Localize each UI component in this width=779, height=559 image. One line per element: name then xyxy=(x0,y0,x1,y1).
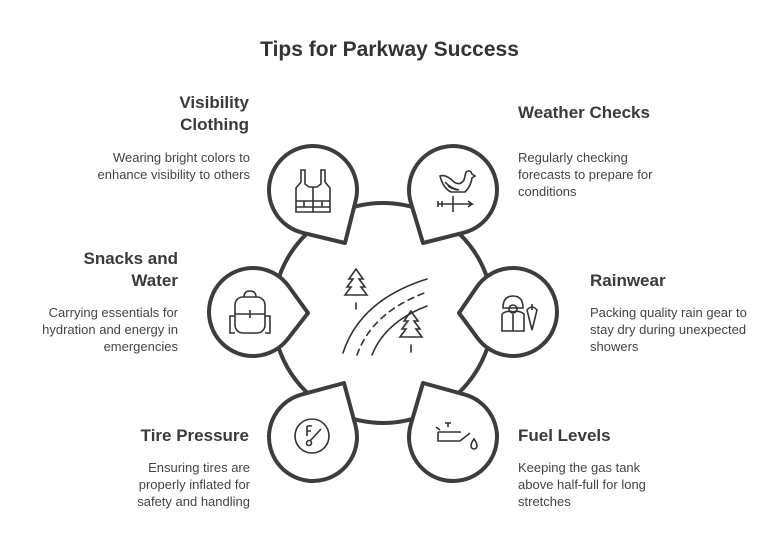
safety-vest-icon xyxy=(295,169,331,213)
visibility-description: Wearing bright colors to enhance visibil… xyxy=(97,150,250,182)
teardrop-weather xyxy=(407,144,499,245)
tire-description: Ensuring tires are properly inflated for… xyxy=(137,460,250,509)
tire-heading: Tire Pressure xyxy=(140,426,249,445)
teardrop-snacks xyxy=(207,266,310,358)
raincoat-umbrella-icon xyxy=(501,295,538,332)
fuel-heading: Fuel Levels xyxy=(518,426,611,445)
oil-can-icon xyxy=(435,422,478,450)
weathervane-rooster-icon xyxy=(437,170,477,212)
backpack-icon xyxy=(229,290,271,334)
page-title: Tips for Parkway Success xyxy=(260,38,519,61)
road-trees-icon xyxy=(342,267,428,356)
teardrop-tire xyxy=(267,381,359,483)
rainwear-description: Packing quality rain gear to stay dry du… xyxy=(590,305,747,354)
weather-heading: Weather Checks xyxy=(518,103,650,122)
snacks-description: Carrying essentials for hydration and en… xyxy=(42,305,178,354)
gauge-icon xyxy=(294,418,330,454)
weather-description: Regularly checking forecasts to prepare … xyxy=(518,150,653,199)
rainwear-heading: Rainwear xyxy=(590,271,666,290)
fuel-description: Keeping the gas tank above half-full for… xyxy=(518,460,646,509)
